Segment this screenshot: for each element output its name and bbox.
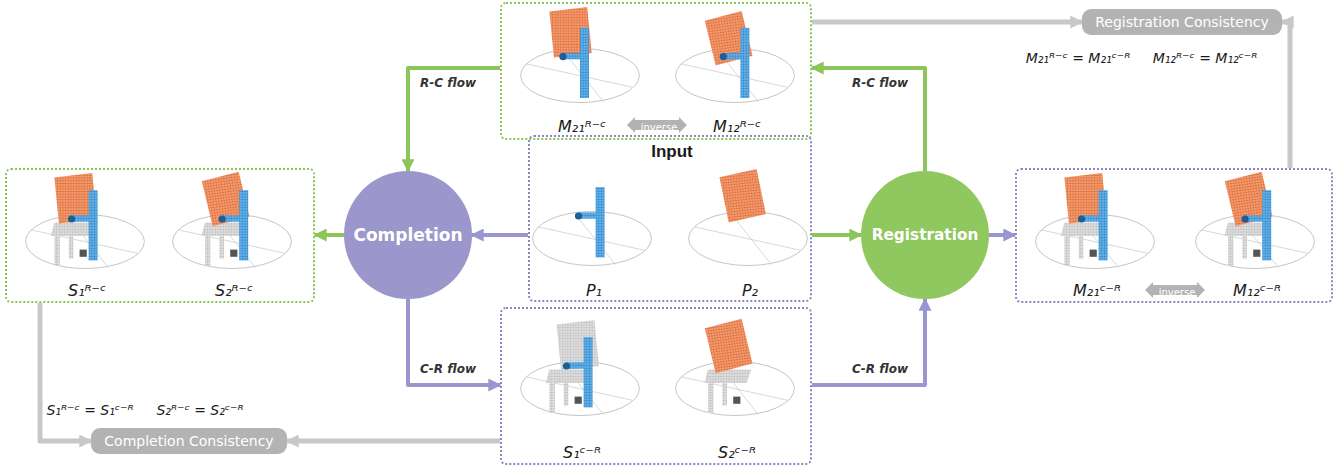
group-box: M₂₁ᴿ⁻ᶜ inverse M₁₂ᴿ⁻ᶜ <box>500 2 812 140</box>
process-name: Registration <box>872 226 979 244</box>
chair-thumbnails <box>26 7 1315 415</box>
flow-arrow <box>472 233 528 237</box>
consistency-equation: M₂₁ᴿ⁻ᶜ = M₂₁ᶜ⁻ᴿ <box>1026 50 1131 66</box>
flow-label: R-C flow <box>418 76 478 90</box>
flow-arrow <box>812 233 861 237</box>
box-title: Input <box>651 142 693 162</box>
circle-fill <box>861 171 989 299</box>
double-arrow <box>1145 282 1205 298</box>
math-label: S₁ᴿ⁻ᶜ <box>68 281 106 300</box>
flow-arrow <box>408 68 500 171</box>
thumbnail <box>533 187 652 265</box>
math-label: S₁ᶜ⁻ᴿ <box>563 443 601 462</box>
inverse-label: inverse <box>1159 287 1196 298</box>
thumbnail <box>676 318 795 415</box>
flow-arrow <box>812 299 925 385</box>
process-circle: Completion <box>344 171 472 299</box>
thumbnail <box>521 7 640 102</box>
math-label: M₂₁ᶜ⁻ᴿ <box>1073 281 1121 300</box>
thumbnail <box>1036 173 1155 268</box>
thumbnail <box>26 173 145 268</box>
consistency-pill: Completion Consistency <box>91 428 287 454</box>
consistency-arrow <box>1282 22 1290 168</box>
thumbnail <box>1196 171 1315 268</box>
math-label: M₁₂ᴿ⁻ᶜ <box>713 117 761 136</box>
consistency-name: Registration Consistency <box>1095 14 1269 30</box>
consistency-equation: S₁ᴿ⁻ᶜ = S₁ᶜ⁻ᴿ <box>46 402 133 418</box>
circle-fill <box>344 171 472 299</box>
double-arrow <box>627 117 687 133</box>
flow-arrow <box>812 68 925 171</box>
flow-arrow <box>408 299 500 385</box>
inverse-label: inverse <box>641 122 678 133</box>
flow-arrow <box>989 233 1015 237</box>
math-label: S₂ᴿ⁻ᶜ <box>215 281 253 300</box>
flow-label: C-R flow <box>418 362 478 376</box>
group-box: S₁ᴿ⁻ᶜ S₂ᴿ⁻ᶜ <box>5 168 315 303</box>
math-label: M₂₁ᴿ⁻ᶜ <box>558 117 606 136</box>
thumbnail <box>521 320 640 415</box>
inverse-arrows <box>627 117 1205 298</box>
consistency-arrow <box>812 20 1082 25</box>
consistency-pill: Registration Consistency <box>1082 9 1282 35</box>
consistency-arrow <box>287 439 500 444</box>
consistency-arrow <box>40 303 91 441</box>
group-box: M₂₁ᶜ⁻ᴿ inverse M₁₂ᶜ⁻ᴿ <box>1015 168 1333 303</box>
process-circle: Registration <box>861 171 989 299</box>
thumbnail <box>676 10 795 102</box>
group-box: InputP₁ P₂ <box>528 135 812 302</box>
flow-label: C-R flow <box>850 362 910 376</box>
flow-label: R-C flow <box>850 76 910 90</box>
thumbnail <box>689 168 808 265</box>
math-label: P₂ <box>742 281 758 300</box>
consistency-equation: M₁₂ᴿ⁻ᶜ = M₁₂ᶜ⁻ᴿ <box>1153 50 1258 66</box>
math-label: M₁₂ᶜ⁻ᴿ <box>1233 281 1281 300</box>
flow-arrow <box>315 233 344 237</box>
thumbnail <box>173 171 292 268</box>
process-name: Completion <box>353 225 462 245</box>
consistency-equation: S₂ᴿ⁻ᶜ = S₂ᶜ⁻ᴿ <box>156 402 243 418</box>
group-box: S₁ᶜ⁻ᴿ S₂ᶜ⁻ᴿ <box>500 307 812 465</box>
math-label: P₁ <box>586 281 602 300</box>
consistency-name: Completion Consistency <box>104 433 273 449</box>
math-label: S₂ᶜ⁻ᴿ <box>718 443 756 462</box>
